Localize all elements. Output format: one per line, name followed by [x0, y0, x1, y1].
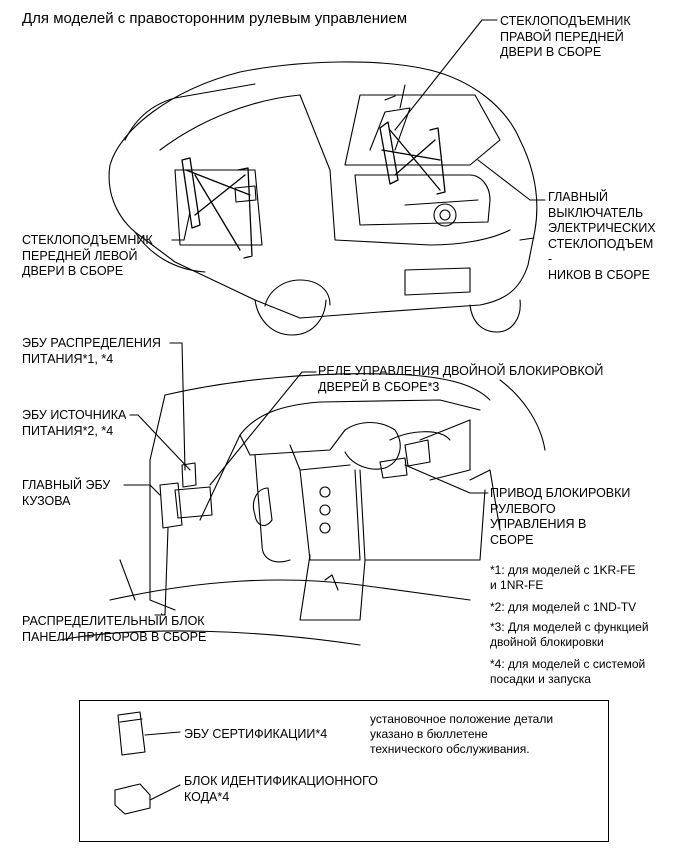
dashboard-leader-lines [123, 342, 489, 616]
legend-drawings [114, 711, 181, 815]
footnote-3: *3: Для моделей с функцией двойной блоки… [490, 620, 649, 649]
label-instrument-panel-junction-block: РАСПРЕДЕЛИТЕЛЬНЫЙ БЛОК ПАНЕЛИ ПРИБОРОВ В… [22, 614, 207, 644]
right-regulator-drawing [379, 121, 446, 195]
label-certification-ecu: ЭБУ СЕРТИФИКАЦИИ*4 [184, 727, 328, 741]
legend-install-note: установочное положение детали указано в … [370, 712, 554, 756]
label-power-source-ecu: ЭБУ ИСТОЧНИКА ПИТАНИЯ*2, *4 [22, 408, 127, 438]
legend-box [79, 700, 609, 842]
label-left-front-window-regulator: СТЕКЛОПОДЪЕМНИК ПЕРЕДНЕЙ ЛЕВОЙ ДВЕРИ В С… [22, 233, 153, 278]
left-regulator-drawing [181, 157, 253, 259]
dashboard-drawing [59, 373, 546, 646]
label-main-power-window-switch: ГЛАВНЫЙ ВЫКЛЮЧАТЕЛЬ ЭЛЕКТРИЧЕСКИХ СТЕКЛО… [548, 190, 656, 282]
footnote-1: *1: для моделей с 1KR-FE и 1NR-FE [490, 563, 636, 592]
footnote-4: *4: для моделей с системой посадки и зап… [490, 657, 646, 686]
label-steering-lock-actuator: ПРИВОД БЛОКИРОВКИ РУЛЕВОГО УПРАВЛЕНИЯ В … [490, 486, 631, 547]
label-power-distribution-ecu: ЭБУ РАСПРЕДЕЛЕНИЯ ПИТАНИЯ*1, *4 [22, 336, 161, 366]
car-leader-lines [171, 19, 546, 241]
car-body-drawing [108, 61, 538, 336]
label-right-front-window-regulator: СТЕКЛОПОДЪЕМНИК ПРАВОЙ ПЕРЕДНЕЙ ДВЕРИ В … [500, 14, 631, 59]
label-id-code-box: БЛОК ИДЕНТИФИКАЦИОННОГО КОДА*4 [184, 774, 378, 804]
label-main-body-ecu: ГЛАВНЫЙ ЭБУ КУЗОВА [22, 478, 111, 508]
label-double-lock-relay: РЕЛЕ УПРАВЛЕНИЯ ДВОЙНОЙ БЛОКИРОВКОЙ ДВЕР… [318, 364, 604, 394]
page-title: Для моделей с правосторонним рулевым упр… [22, 10, 408, 27]
footnote-2: *2: для моделей с 1ND-TV [490, 600, 637, 614]
